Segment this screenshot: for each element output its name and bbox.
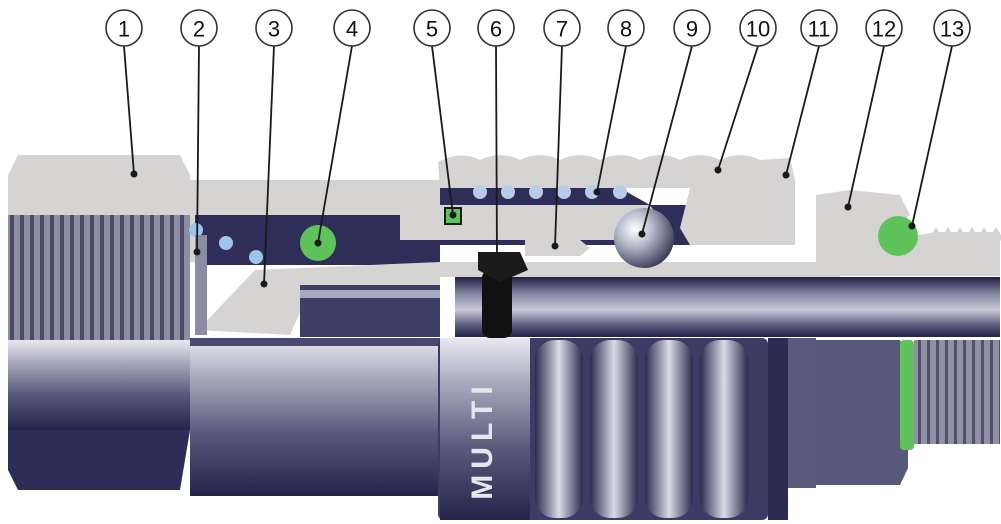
- callout-3-label: 3: [268, 17, 280, 42]
- spring-upper: [473, 185, 627, 199]
- callout-4-label: 4: [346, 17, 358, 42]
- callout-5-label: 5: [426, 17, 438, 42]
- callout-7: 7: [543, 9, 581, 47]
- callout-10-label: 10: [746, 17, 770, 42]
- callout-9: 9: [673, 9, 711, 47]
- callout-11-label: 11: [808, 17, 831, 42]
- callout-3: 3: [255, 9, 293, 47]
- o-ring-13: [878, 216, 918, 256]
- body-external: [190, 338, 440, 496]
- callout-2: 2: [180, 9, 218, 47]
- callout-13-label: 13: [940, 17, 964, 42]
- callout-6-label: 6: [490, 17, 502, 42]
- callout-6: 6: [477, 9, 515, 47]
- nut-part: [8, 155, 190, 490]
- callout-12-label: 12: [872, 17, 896, 42]
- callout-11: 11: [800, 9, 838, 47]
- callout-8: 8: [607, 9, 645, 47]
- callout-10: 10: [739, 9, 777, 47]
- callout-13: 13: [933, 9, 971, 47]
- callout-8-label: 8: [620, 17, 632, 42]
- callout-2-label: 2: [193, 17, 205, 42]
- right-fitting-external: [816, 340, 1000, 485]
- callout-12: 12: [865, 9, 903, 47]
- spring-left: [189, 223, 263, 335]
- callout-9-label: 9: [686, 17, 698, 42]
- callout-1-label: 1: [118, 17, 130, 42]
- callout-5: 5: [413, 9, 451, 47]
- leader-lines: [123, 45, 953, 288]
- callout-1: 1: [105, 9, 143, 47]
- locking-ball: [614, 208, 674, 268]
- brand-lettering: MULTI: [466, 380, 499, 499]
- cutaway-upper: [190, 155, 1001, 338]
- callout-4: 4: [333, 9, 371, 47]
- sleeve-external: [438, 338, 816, 520]
- callout-7-label: 7: [556, 17, 568, 42]
